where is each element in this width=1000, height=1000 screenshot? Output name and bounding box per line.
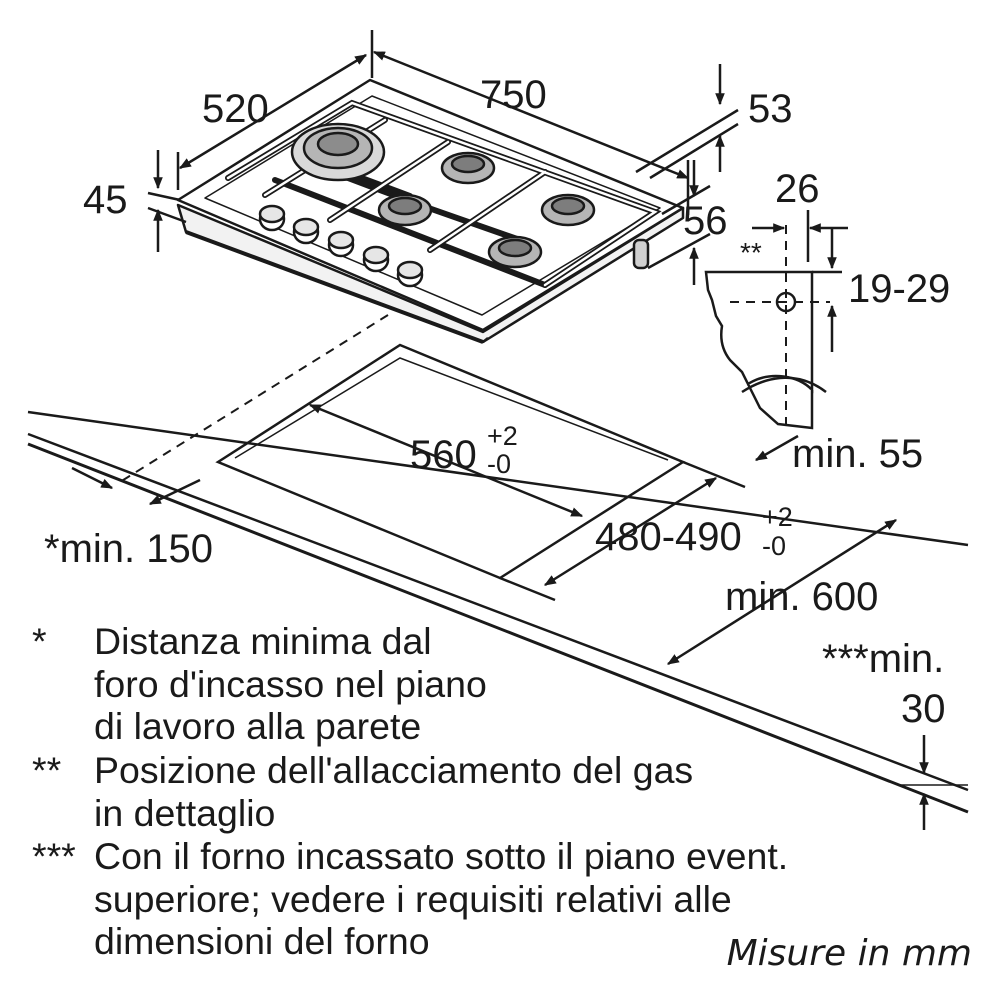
dim-cutout-width-tol-minus: -0 (487, 449, 511, 479)
units-label: Misure in mm (726, 933, 972, 974)
dim-gas-offset-side: 56 (683, 199, 728, 243)
dim-min-oven-line2: 30 (901, 687, 946, 731)
dim-cutout-width-tol-plus: +2 (487, 421, 518, 451)
burner-left (377, 193, 433, 227)
dim-min-rear: min. 55 (792, 432, 923, 476)
dim-cutout-width: 560 (410, 433, 477, 477)
worktop (27, 314, 969, 814)
burner-wok (290, 122, 386, 182)
footnote-2-line-1: Posizione dell'allacciamento del gas (94, 749, 694, 791)
burner-right (540, 193, 596, 227)
gas-connector-icon (632, 238, 650, 270)
footnote-2-mark: ** (32, 749, 62, 791)
footnote-3-mark: *** (32, 835, 76, 877)
footnote-1-mark: * (32, 620, 47, 662)
knob-icon (396, 260, 424, 288)
dim-cutout-depth-tol-plus: +2 (762, 502, 793, 532)
knob-icon (327, 230, 355, 258)
footnote-3-line-3: dimensioni del forno (94, 920, 430, 962)
dim-min-oven-line1: ***min. (822, 637, 944, 681)
footnote-2-line-2: in dettaglio (94, 792, 276, 834)
dimension-labels: 520 750 45 53 56 26 ** 19-29 min. 55 560… (44, 73, 950, 731)
dim-height-hob: 45 (83, 178, 128, 222)
footnote-1-line-1: Distanza minima dal (94, 620, 432, 662)
control-knobs (258, 204, 424, 288)
dim-cutout-depth: 480-490 (595, 515, 742, 559)
knob-icon (292, 217, 320, 245)
gas-connection-detail (704, 210, 848, 430)
gas-detail-mark: ** (740, 237, 762, 268)
dim-depth-hob: 520 (202, 87, 269, 131)
footnote-1-line-3: di lavoro alla parete (94, 705, 422, 747)
hob-dimension-lines (147, 30, 739, 285)
footnote-3-line-1: Con il forno incassato sotto il piano ev… (94, 835, 789, 877)
dim-gas-offset-top: 53 (748, 87, 793, 131)
footnote-1-line-2: foro d'incasso nel piano (94, 663, 487, 705)
dim-min-side: *min. 150 (44, 527, 213, 571)
dim-width-hob: 750 (480, 73, 547, 117)
dim-gas-detail-height: 19-29 (848, 267, 950, 311)
burner-front (487, 235, 543, 269)
cutout-dimension-lines (71, 403, 968, 830)
knob-icon (362, 245, 390, 273)
burner-rear (440, 151, 496, 185)
footnote-3-line-2: superiore; vedere i requisiti relativi a… (94, 878, 732, 920)
knob-icon (258, 204, 286, 232)
dim-gas-detail-width: 26 (775, 167, 820, 211)
dim-min-worktop: min. 600 (725, 575, 878, 619)
dim-cutout-depth-tol-minus: -0 (762, 531, 786, 561)
